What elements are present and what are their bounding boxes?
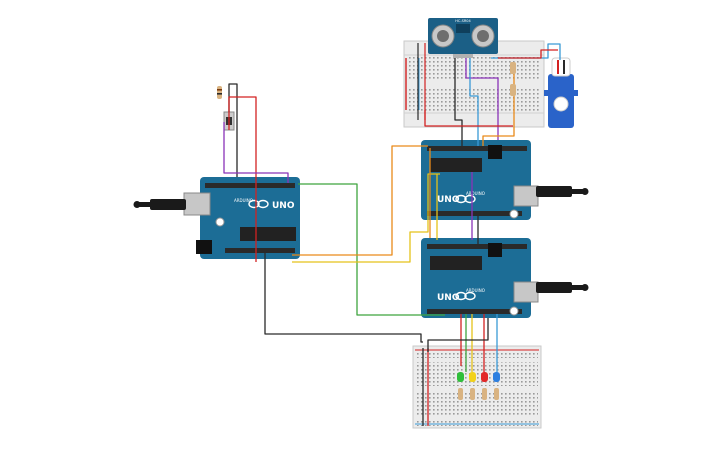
led-green: [457, 372, 464, 382]
dc-jack-icon: [196, 240, 212, 254]
wire-red-servo-top: [498, 49, 558, 59]
reset-button-icon[interactable]: [509, 209, 519, 219]
dc-jack-icon: [488, 243, 502, 257]
wire-black-ground: [264, 253, 423, 343]
usb-plug-icon: [133, 199, 186, 210]
arduino-uno-right-top[interactable]: UNO ARDUINO: [421, 140, 539, 220]
wire-purple-sensor: [465, 58, 499, 140]
wire-black-sensor: [454, 58, 463, 146]
wire-blue-sensor: [469, 58, 479, 146]
reset-button-icon[interactable]: [215, 217, 225, 227]
wire-black-led: [427, 318, 489, 352]
wire-red-servo: [424, 110, 513, 127]
board-label-uno-left: UNO: [272, 201, 295, 211]
arduino-uno-right-bottom[interactable]: UNO ARDUINO: [421, 238, 539, 318]
infinity-logo-icon: [455, 291, 476, 301]
dc-jack-icon: [488, 145, 502, 159]
resistor-sensor: [510, 62, 516, 96]
resistor-left: [217, 86, 222, 99]
wire-purple-button: [223, 122, 289, 183]
led-red: [481, 372, 488, 382]
wire-orange: [292, 145, 428, 256]
led-yellow: [469, 372, 476, 382]
wire-green: [298, 183, 445, 316]
wire-red-button: [228, 96, 257, 177]
servo-motor[interactable]: [544, 57, 578, 128]
ic-chip-icon: [430, 158, 482, 172]
usb-plug-icon: [536, 282, 589, 293]
led-resistors: [458, 388, 499, 400]
breadboard-top: [403, 40, 545, 128]
board-label-arduino-left: ARDUINO: [234, 198, 253, 203]
board-label-arduino-right-top: ARDUINO: [466, 191, 485, 196]
reset-button-icon[interactable]: [509, 306, 519, 316]
breadboard-bottom: [412, 345, 542, 429]
usb-plug-icon: [536, 186, 589, 197]
wires: [223, 43, 561, 372]
led-blue: [493, 372, 500, 382]
arduino-uno-left[interactable]: UNO ARDUINO: [183, 177, 300, 259]
board-label-arduino-right-bottom: ARDUINO: [466, 288, 485, 293]
ultrasonic-sensor[interactable]: HC-SR04: [428, 18, 498, 58]
board-label-uno-right-top: UNO: [437, 195, 460, 205]
ic-chip-icon: [240, 227, 296, 241]
wire-yellow: [292, 173, 440, 263]
wire-orange-top: [482, 70, 515, 146]
infinity-logo-icon: [455, 194, 476, 204]
infinity-logo-icon: [248, 199, 269, 209]
sensor-label: HC-SR04: [455, 19, 471, 23]
ic-chip-icon: [430, 256, 482, 270]
board-label-uno-right-bottom: UNO: [437, 293, 460, 303]
